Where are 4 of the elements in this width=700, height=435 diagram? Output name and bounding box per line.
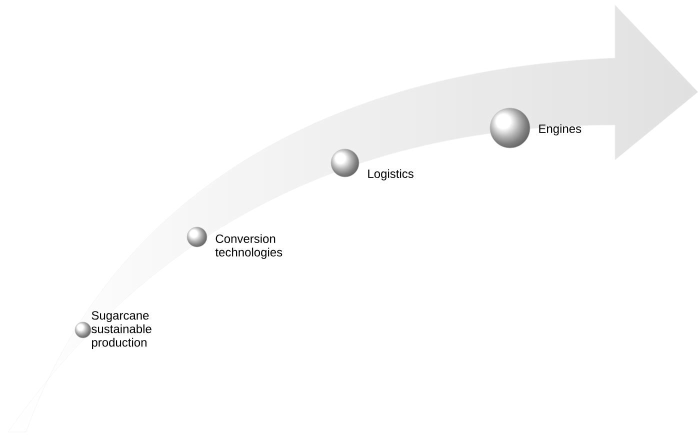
step-label: Sugarcane sustainable production: [92, 311, 152, 350]
step-label: Logistics: [368, 169, 414, 180]
step-label: Engines: [539, 124, 582, 136]
step-label: Conversion technologies: [215, 234, 282, 259]
